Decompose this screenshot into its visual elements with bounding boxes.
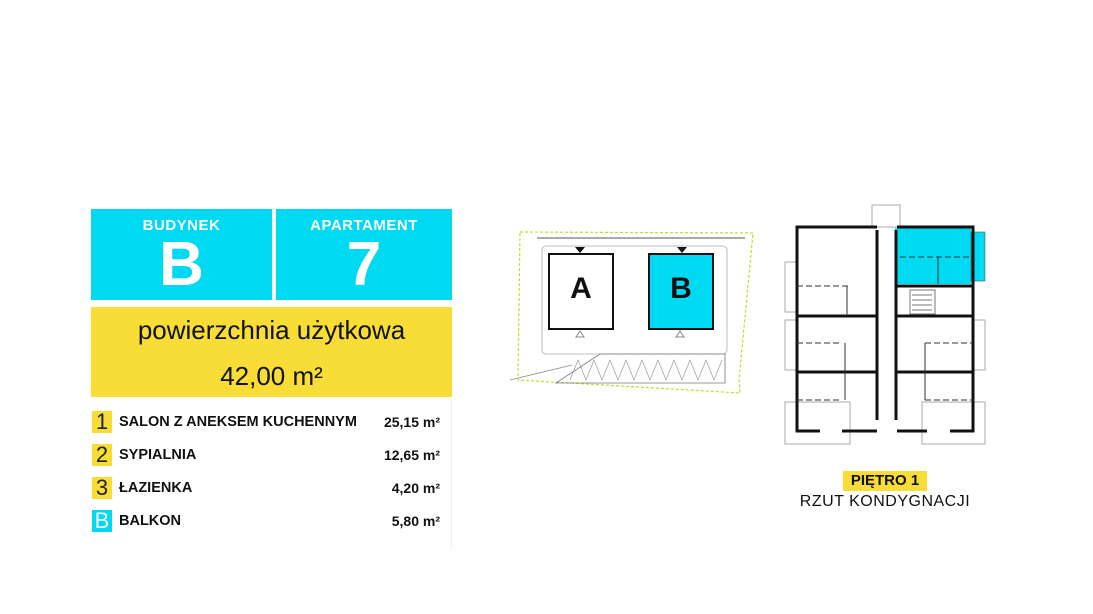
room-row: 1 SALON Z ANEKSEM KUCHENNYM 25,15 m² xyxy=(92,409,440,434)
room-name: BALKON xyxy=(119,513,182,529)
plot-boundary xyxy=(517,231,754,394)
building-a-shape xyxy=(548,253,614,330)
area-value: 42,00 m² xyxy=(220,361,323,391)
area-label: powierzchnia użytkowa xyxy=(137,315,406,345)
building-label: BUDYNEK xyxy=(142,217,221,234)
floor-title: PIĘTRO 1 xyxy=(850,472,920,489)
building-b-shape xyxy=(648,253,714,330)
room-name: ŁAZIENKA xyxy=(119,480,193,496)
building-b-label[interactable]: B xyxy=(670,272,692,305)
room-name: SALON Z ANEKSEM KUCHENNYM xyxy=(119,414,357,430)
room-row: B BALKON 5,80 m² xyxy=(92,508,440,533)
room-number: B xyxy=(92,508,112,533)
room-row: 3 ŁAZIENKA 4,20 m² xyxy=(92,475,440,500)
floor-plan xyxy=(784,204,986,445)
room-area: 4,20 m² xyxy=(391,480,440,496)
building-value: B xyxy=(159,230,204,299)
room-area: 5,80 m² xyxy=(391,513,440,529)
room-area: 25,15 m² xyxy=(383,414,440,430)
room-number: 1 xyxy=(92,409,112,434)
room-number: 3 xyxy=(92,475,112,500)
room-name: SYPIALNIA xyxy=(119,447,197,463)
apartment-label: APARTAMENT xyxy=(310,217,418,234)
room-area: 12,65 m² xyxy=(383,447,440,463)
floor-subtitle: RZUT KONDYGNACJI xyxy=(799,493,971,510)
site-plan xyxy=(509,231,754,394)
floor-title-highlight xyxy=(843,471,927,491)
apartment-value: 7 xyxy=(346,230,382,299)
area-box: powierzchnia użytkowa 42,00 m² xyxy=(91,307,452,397)
room-row: 2 SYPIALNIA 12,65 m² xyxy=(92,442,440,467)
apartment-box: APARTAMENT 7 xyxy=(276,209,452,300)
room-number: 2 xyxy=(92,442,112,467)
building-a-label[interactable]: A xyxy=(570,272,592,305)
apartment-7-highlight xyxy=(895,228,971,284)
building-box: BUDYNEK B xyxy=(91,209,272,300)
divider xyxy=(451,400,452,548)
